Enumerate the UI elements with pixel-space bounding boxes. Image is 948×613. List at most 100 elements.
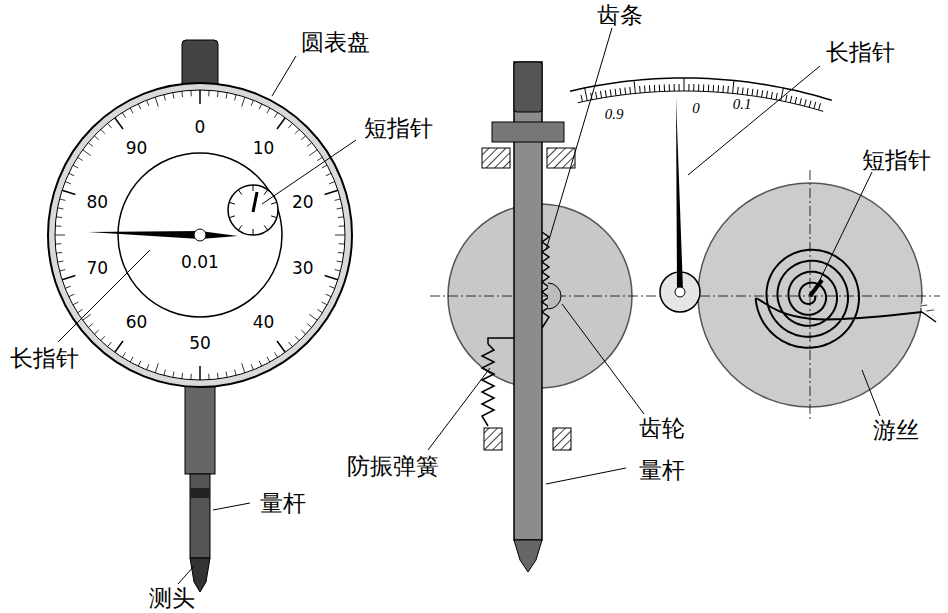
tick	[229, 202, 235, 204]
tick	[338, 252, 344, 254]
tick	[58, 208, 64, 209]
tick	[226, 93, 227, 99]
tick	[600, 91, 601, 98]
tick	[781, 88, 784, 101]
tick	[274, 352, 277, 357]
dial-number: 10	[253, 139, 275, 156]
lower-support	[484, 428, 502, 450]
tick	[88, 143, 93, 147]
dial-number: 70	[86, 260, 108, 277]
part-label: 长指针	[826, 41, 895, 64]
tick	[644, 86, 646, 93]
tick	[65, 286, 71, 288]
tick	[264, 190, 268, 195]
dial-number: 0	[195, 119, 206, 136]
tick	[325, 275, 338, 279]
tick	[78, 309, 83, 312]
tick	[78, 157, 83, 160]
dial-ticks	[55, 90, 345, 380]
tick	[585, 88, 588, 101]
hairspring	[756, 250, 922, 348]
tick	[130, 108, 133, 113]
tick	[338, 216, 344, 218]
pointer-hub	[194, 229, 206, 241]
tick	[229, 216, 235, 218]
pinion-hub	[675, 287, 685, 297]
tick	[60, 270, 66, 271]
gear-teeth	[548, 283, 561, 309]
tick	[776, 93, 777, 100]
tick	[322, 302, 327, 305]
scale-number: 0	[692, 101, 700, 116]
tick	[190, 90, 191, 96]
dial-number: 50	[189, 335, 211, 352]
tick	[335, 235, 345, 236]
tick	[173, 93, 174, 99]
tick	[713, 85, 714, 92]
tick	[55, 235, 65, 236]
tick	[94, 330, 98, 334]
tick	[309, 314, 317, 320]
tick	[703, 84, 704, 91]
upper-support	[482, 148, 510, 168]
tick	[693, 84, 694, 91]
tick	[267, 108, 270, 113]
tick	[199, 366, 201, 380]
tick	[335, 270, 341, 271]
part-label: 短指针	[364, 117, 433, 140]
tick	[326, 173, 331, 176]
part-label: 齿条	[597, 4, 643, 27]
tick	[60, 199, 66, 200]
tick	[138, 361, 141, 366]
tick	[259, 361, 262, 366]
tick	[718, 85, 719, 92]
tick	[235, 370, 236, 376]
tick	[605, 90, 606, 97]
tick	[69, 173, 74, 176]
tick	[771, 92, 772, 99]
contact-point	[514, 540, 542, 572]
tick	[786, 95, 787, 102]
tick	[108, 342, 112, 347]
tick	[295, 336, 299, 340]
tick	[253, 229, 254, 235]
tick	[83, 150, 91, 156]
tick	[101, 129, 105, 133]
dial-face	[55, 90, 345, 380]
tick	[190, 374, 191, 380]
tick	[751, 89, 753, 96]
tick	[242, 97, 245, 107]
tick	[267, 357, 270, 362]
tick	[55, 243, 61, 244]
long-pointer	[676, 98, 683, 290]
tick	[147, 364, 149, 370]
tick	[155, 363, 158, 373]
tick	[115, 118, 123, 129]
part-label: 防振弹簧	[347, 455, 439, 478]
tick	[181, 373, 183, 379]
dial-number: 30	[292, 260, 314, 277]
spring-bracket	[488, 338, 514, 344]
part-label: 测头	[149, 587, 195, 610]
tick	[737, 87, 739, 94]
tick	[56, 216, 62, 218]
tick	[747, 88, 749, 95]
dial-number: 40	[253, 314, 275, 331]
rack-teeth	[542, 232, 549, 328]
scale-number: 0.1	[733, 97, 752, 112]
tick	[624, 88, 626, 95]
tick	[800, 98, 802, 105]
tick	[317, 309, 322, 312]
tick	[733, 80, 734, 93]
tick	[326, 294, 331, 297]
tick	[101, 336, 105, 340]
tick	[271, 202, 277, 204]
tick	[684, 78, 685, 91]
tick	[329, 182, 335, 184]
tick	[217, 373, 219, 379]
dial-number: 80	[86, 193, 108, 210]
tick	[615, 89, 617, 96]
tick	[669, 84, 670, 91]
